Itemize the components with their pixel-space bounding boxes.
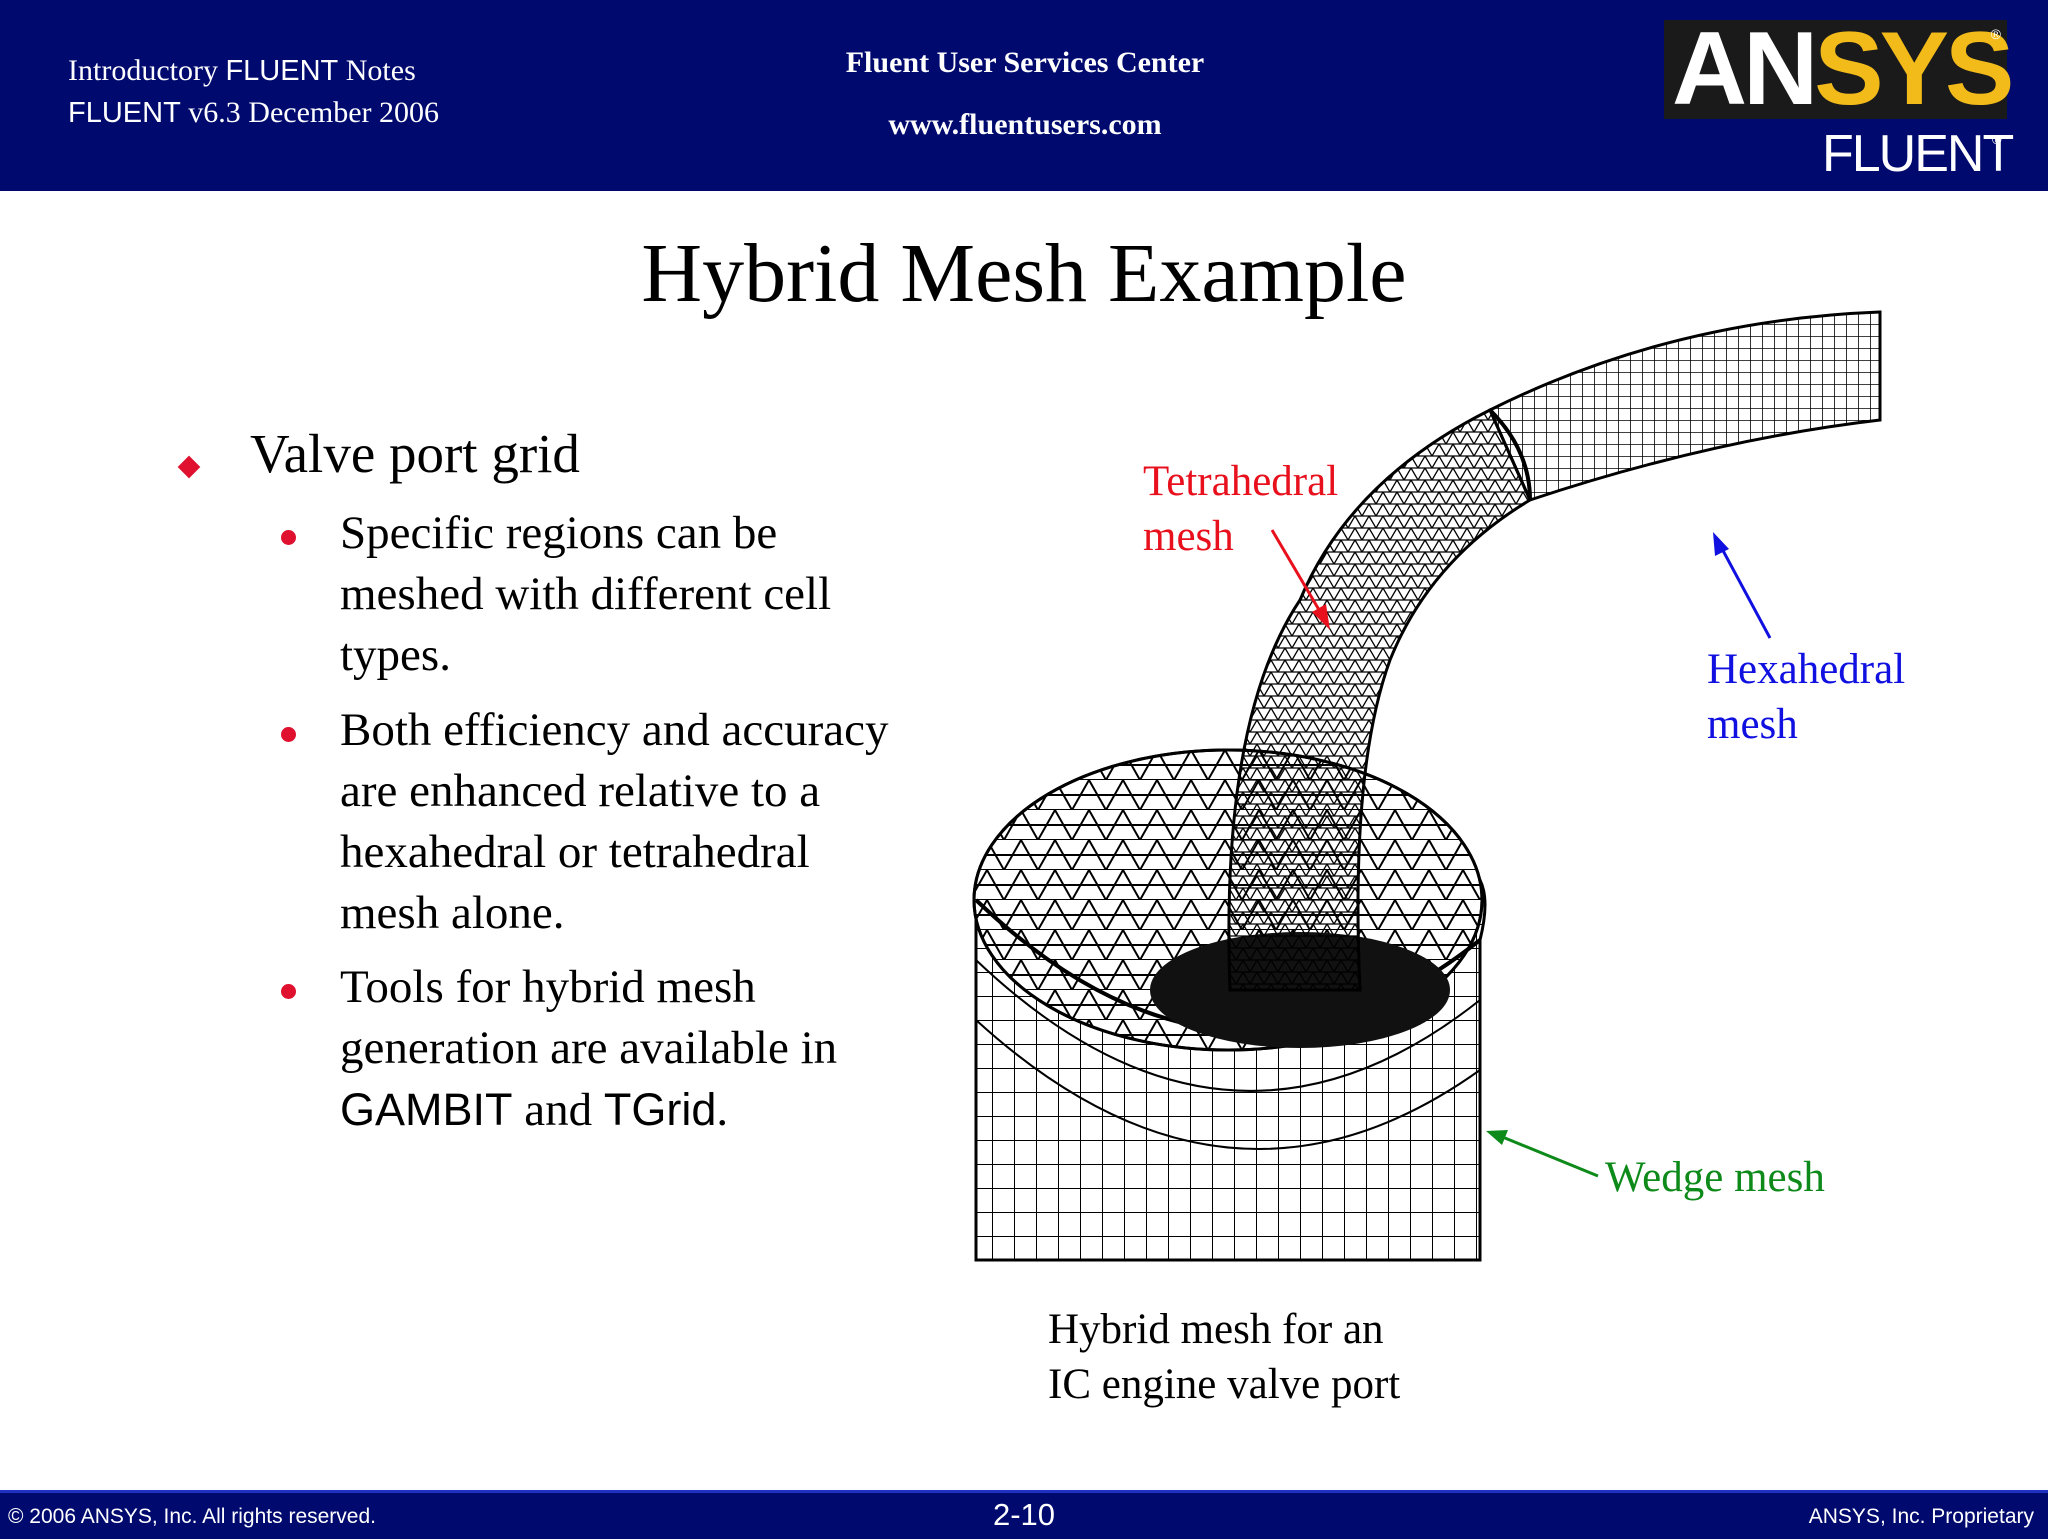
version-product: FLUENT: [68, 97, 181, 129]
hex-label-line: Hexahedral: [1707, 646, 1906, 693]
fluent-logo: FLUENT: [1822, 125, 2014, 183]
figure-caption: Hybrid mesh for an IC engine valve port: [1048, 1302, 1400, 1412]
sub-bullet-1-line: types.: [340, 629, 451, 681]
sub-bullet-2-line: hexahedral or tetrahedral: [340, 826, 810, 878]
sub-bullet-1-line: meshed with different cell: [340, 568, 832, 620]
version-date-line: FLUENT v6.3 December 2006: [68, 92, 439, 134]
tetrahedral-mesh-label: Tetrahedral mesh: [1143, 454, 1338, 564]
sub-bullet-2-line: Both efficiency and accuracy: [340, 704, 889, 756]
hex-label-line: mesh: [1707, 701, 1798, 748]
ansys-registered-mark: ®: [1990, 26, 2001, 42]
sub-bullet-2-line: are enhanced relative to a: [340, 765, 821, 817]
ansys-logo: ANSYS ®: [1664, 17, 2014, 121]
sub-bullet-3-line: generation are available in: [340, 1022, 838, 1074]
diamond-bullet-icon: [178, 456, 200, 478]
ansys-logo-sys: SYS: [1814, 11, 2014, 127]
caption-line: IC engine valve port: [1048, 1361, 1401, 1408]
ansys-logo-text: ANSYS: [1672, 17, 2014, 121]
version-date: v6.3 December 2006: [180, 96, 440, 129]
sub-bullet-2: Both efficiency and accuracy are enhance…: [340, 700, 960, 944]
tool-conjunction: and: [512, 1084, 604, 1136]
hybrid-mesh-figure: [972, 310, 1882, 1262]
course-title-prefix: Introductory: [68, 54, 226, 87]
sub-bullet-3-line: GAMBIT and TGrid.: [340, 1079, 960, 1141]
pipe-hex-mesh: [1488, 310, 1882, 502]
dot-bullet-icon: [281, 727, 296, 742]
dot-bullet-icon: [281, 530, 296, 545]
sub-bullet-1-line: Specific regions can be: [340, 507, 778, 559]
tool-gambit: GAMBIT: [340, 1084, 513, 1135]
services-url: www.fluentusers.com: [888, 108, 1162, 141]
course-title-product: FLUENT: [225, 55, 339, 87]
sub-bullet-3: Tools for hybrid mesh generation are ava…: [340, 957, 960, 1141]
caption-line: Hybrid mesh for an: [1048, 1306, 1384, 1353]
course-title-suffix: Notes: [338, 54, 416, 87]
sentence-end: .: [716, 1084, 729, 1136]
header-bar: Introductory FLUENT Notes FLUENT v6.3 De…: [0, 0, 2048, 191]
fluent-registered-mark: ®: [1992, 132, 2002, 147]
copyright-text: © 2006 ANSYS, Inc. All rights reserved.: [8, 1505, 376, 1528]
proprietary-text: ANSYS, Inc. Proprietary: [1808, 1505, 2034, 1528]
services-center-title: Fluent User Services Center: [845, 46, 1205, 79]
page-number: 2-10: [992, 1497, 1056, 1532]
wedge-mesh-label: Wedge mesh: [1605, 1154, 1825, 1201]
course-info: Introductory FLUENT Notes FLUENT v6.3 De…: [68, 50, 439, 134]
dot-bullet-icon: [281, 984, 296, 999]
tool-tgrid: TGrid: [603, 1084, 717, 1135]
main-bullet-text: Valve port grid: [250, 423, 580, 484]
sub-bullet-1: Specific regions can be meshed with diff…: [340, 503, 960, 686]
footer-bar: © 2006 ANSYS, Inc. All rights reserved. …: [0, 1490, 2048, 1539]
slide-title: Hybrid Mesh Example: [641, 227, 1407, 320]
sub-bullet-3-line: Tools for hybrid mesh: [340, 961, 756, 1013]
tet-label-line: Tetrahedral: [1143, 458, 1339, 505]
course-title-line: Introductory FLUENT Notes: [68, 50, 439, 92]
sub-bullet-2-line: mesh alone.: [340, 887, 565, 939]
hexahedral-mesh-label: Hexahedral mesh: [1707, 642, 1905, 752]
tet-label-line: mesh: [1143, 513, 1234, 560]
ansys-logo-an: AN: [1672, 11, 1818, 127]
